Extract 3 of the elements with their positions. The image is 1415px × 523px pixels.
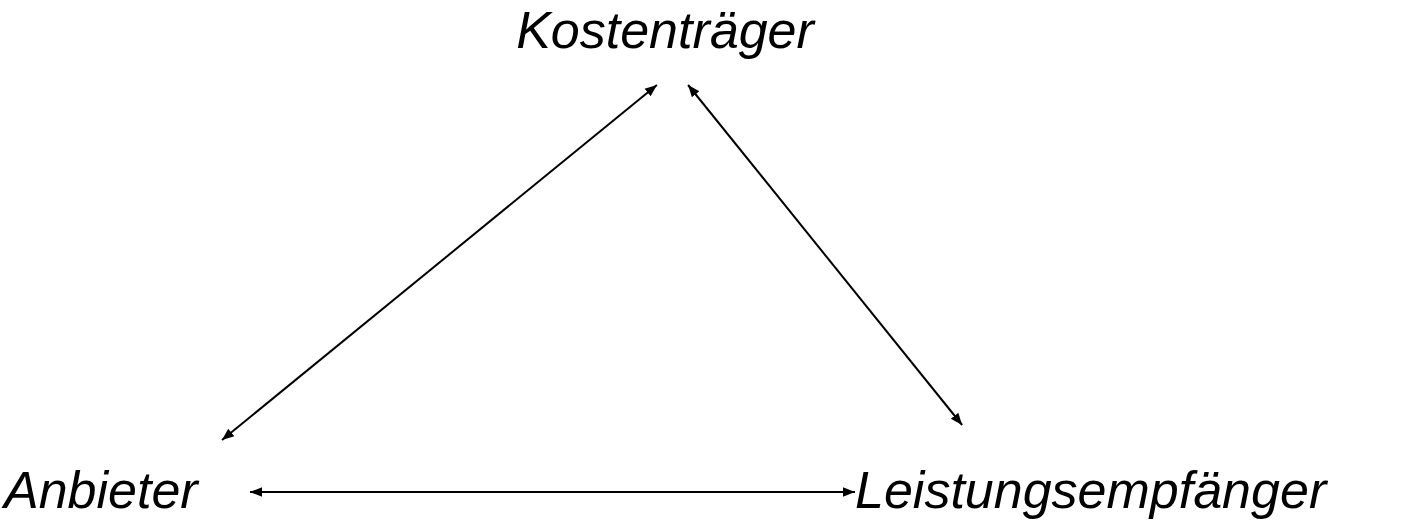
double-headed-arrow (249, 487, 856, 497)
double-headed-arrow (221, 84, 658, 441)
double-headed-arrow (687, 84, 964, 426)
